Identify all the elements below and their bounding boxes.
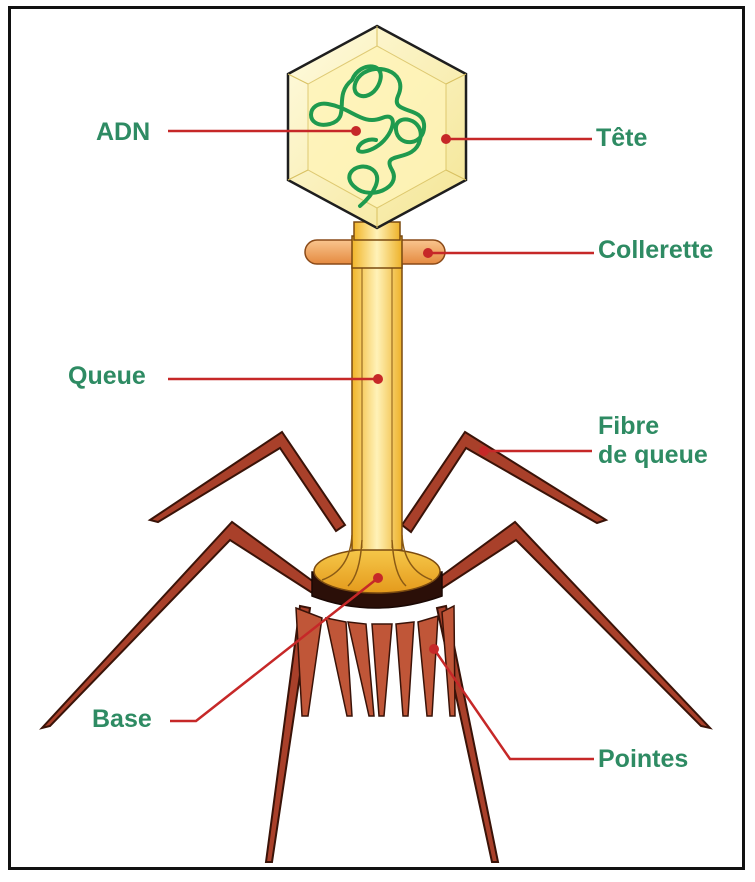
label-tete: Tête	[596, 124, 647, 153]
base-pin	[372, 624, 392, 716]
base-pin	[418, 616, 438, 716]
label-base: Base	[92, 705, 152, 734]
label-fibre-line2: de queue	[598, 441, 708, 470]
tail-fiber-upper-right	[402, 432, 606, 532]
label-collerette: Collerette	[598, 236, 713, 265]
base-pin	[326, 618, 352, 716]
base-pin	[348, 622, 374, 716]
tail-fiber-lower-left	[42, 522, 322, 728]
label-adn: ADN	[96, 118, 150, 147]
label-fibre-line1: Fibre	[598, 412, 708, 441]
label-queue: Queue	[68, 362, 146, 391]
label-fibre-de-queue: Fibre de queue	[598, 412, 708, 470]
label-pointes: Pointes	[598, 745, 688, 774]
tail-sheath	[352, 262, 402, 550]
tail-fiber-upper-left	[150, 432, 345, 531]
base-plate	[314, 549, 440, 593]
base-pin	[396, 622, 414, 716]
base-pin	[442, 606, 455, 716]
